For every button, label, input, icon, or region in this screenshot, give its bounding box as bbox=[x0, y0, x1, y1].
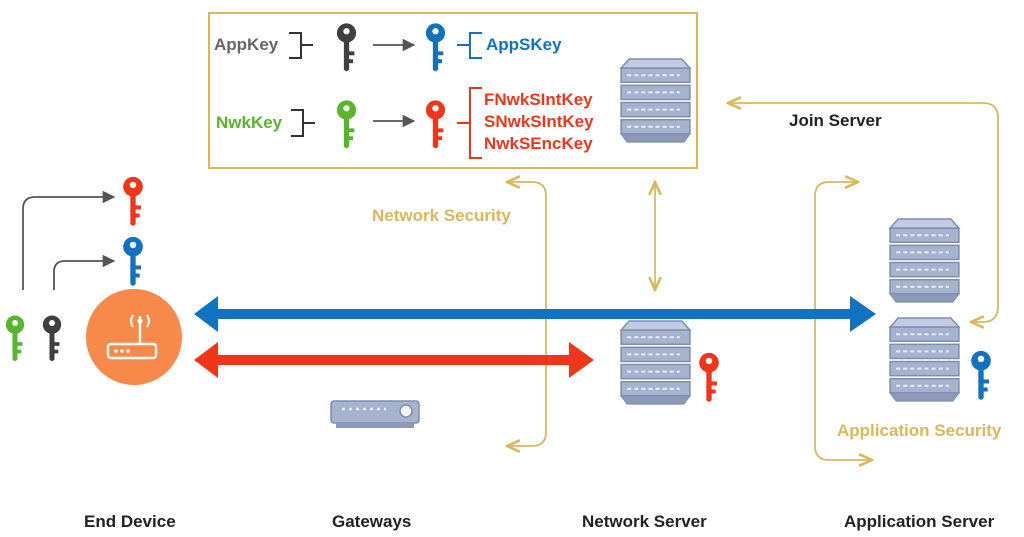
fnwk-s-int-key-label: FNwkSIntKey bbox=[484, 90, 593, 109]
app-key-icon bbox=[336, 23, 357, 72]
end-device-icon bbox=[86, 289, 182, 385]
device-app-session-key-icon bbox=[123, 236, 143, 286]
join-server-key-box bbox=[208, 12, 698, 169]
nwk-s-enc-key-label: NwkSEncKey bbox=[484, 134, 593, 153]
application-security-label: Application Security bbox=[837, 421, 1002, 440]
application-server-key-icon bbox=[971, 350, 991, 400]
nwk-key-bracket bbox=[291, 109, 315, 137]
device-to-nwk-key-arrow bbox=[22, 190, 116, 290]
join-server-icon bbox=[620, 58, 691, 143]
application-security-arrow bbox=[814, 182, 872, 460]
app-key-bracket bbox=[289, 32, 313, 59]
snwk-s-int-key-label: SNwkSIntKey bbox=[484, 112, 594, 131]
nwk-derived-bracket bbox=[457, 87, 482, 159]
join-server-label: Join Server bbox=[789, 111, 882, 130]
app-s-key-label: AppSKey bbox=[486, 35, 562, 54]
device-app-key-icon bbox=[42, 315, 62, 362]
app-s-key-bracket bbox=[457, 32, 482, 59]
application-server-icon bbox=[889, 317, 960, 402]
nwk-key-icon bbox=[336, 100, 357, 149]
device-to-app-key-arrow bbox=[53, 254, 116, 290]
network-data-arrow bbox=[194, 342, 594, 378]
nwk-derived-key-icon bbox=[425, 100, 446, 149]
network-server-label: Network Server bbox=[582, 512, 707, 531]
application-data-arrow bbox=[194, 296, 876, 332]
device-nwk-key-icon bbox=[5, 315, 25, 362]
app-key-label: AppKey bbox=[214, 35, 279, 54]
application-server-label: Application Server bbox=[844, 512, 995, 531]
network-server-icon bbox=[620, 320, 691, 405]
network-security-label: Network Security bbox=[372, 206, 511, 225]
gateway-icon bbox=[330, 400, 420, 428]
app-s-key-icon bbox=[425, 23, 446, 72]
gateways-label: Gateways bbox=[332, 512, 412, 531]
derived-key-list: FNwkSIntKey SNwkSIntKey NwkSEncKey bbox=[484, 89, 594, 155]
device-nwk-session-key-icon bbox=[123, 176, 143, 226]
join-server-stack-icon bbox=[889, 218, 960, 303]
nwk-key-label: NwkKey bbox=[216, 113, 283, 132]
join-server-link-arrow bbox=[728, 103, 999, 322]
network-server-key-icon bbox=[699, 352, 719, 402]
end-device-label: End Device bbox=[84, 512, 176, 531]
